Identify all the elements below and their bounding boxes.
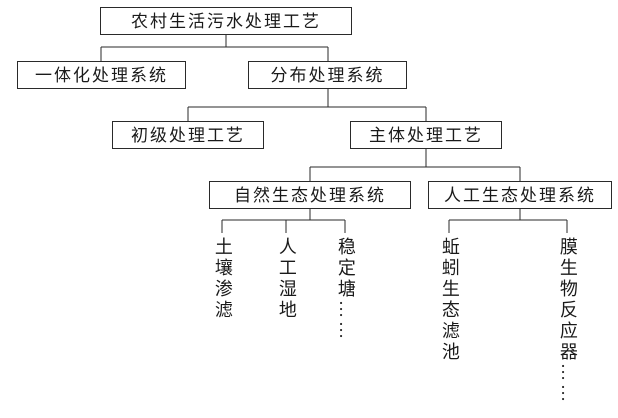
leaf-constructed-wetland: 人工湿地: [276, 237, 297, 321]
node-primary-process: 初级处理工艺: [112, 121, 264, 149]
node-main-process: 主体处理工艺: [350, 121, 502, 149]
leaf-membrane-bioreactor: 膜生物反应器……: [557, 237, 578, 405]
node-distributed-system: 分布处理系统: [248, 61, 407, 89]
leaf-stabilization-pond: 稳定塘……: [335, 237, 356, 342]
node-artificial-eco-system: 人工生态处理系统: [428, 181, 612, 209]
leaf-earthworm-filter: 蚯蚓生态滤池: [439, 237, 460, 363]
node-root: 农村生活污水处理工艺: [100, 7, 352, 35]
node-integrated-system: 一体化处理系统: [17, 61, 186, 89]
leaf-soil-infiltration: 土壤渗滤: [212, 237, 233, 321]
node-natural-eco-system: 自然生态处理系统: [209, 181, 411, 209]
